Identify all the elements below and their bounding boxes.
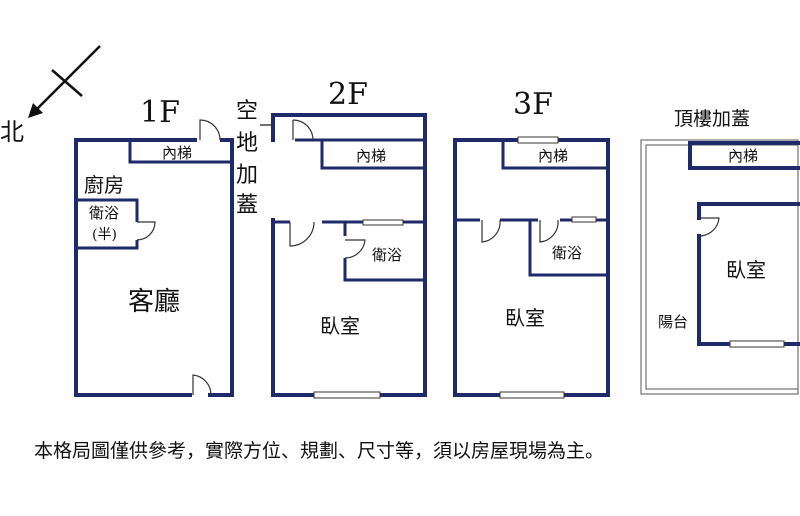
floor-title-1f: 1F <box>140 95 180 130</box>
stair-label-2f: 內梯 <box>356 147 386 165</box>
window <box>313 391 381 399</box>
room-bath-note-1f: (半) <box>92 227 117 243</box>
floor-title-3f: 3F <box>513 87 553 122</box>
door <box>136 221 156 241</box>
door <box>344 239 366 259</box>
room-bath-3f: 衛浴 <box>552 244 582 262</box>
door <box>292 119 314 141</box>
compass-arrow-shaft <box>33 45 101 113</box>
floor-2f: 2F 空 地 加 蓋 內梯 衛浴 臥室 <box>236 77 427 399</box>
room-bedroom-rooftop: 臥室 <box>726 258 766 282</box>
north-arrow-icon <box>28 103 43 118</box>
roof-outline-inner <box>645 144 799 390</box>
door <box>289 221 315 247</box>
floor-title-rooftop: 頂樓加蓋 <box>674 108 750 130</box>
bath-wall <box>76 198 139 250</box>
side-note-char: 地 <box>236 131 258 156</box>
window <box>729 340 785 348</box>
side-note-char: 加 <box>236 163 258 188</box>
window <box>362 219 404 226</box>
floor-title-2f: 2F <box>328 77 368 112</box>
stair-wall <box>128 140 230 164</box>
stair-wall <box>295 138 425 170</box>
north-label: 北 <box>0 118 24 146</box>
stair-label-rooftop: 內梯 <box>728 147 758 165</box>
compass: 北 <box>0 45 101 146</box>
roof-outline <box>640 139 799 395</box>
floor-1f: 1F 內梯 廚房 衛浴 (半) 客廳 <box>74 95 234 397</box>
side-note-char: 空 <box>236 99 258 124</box>
room-bedroom-2f: 臥室 <box>320 314 360 338</box>
wall <box>271 113 427 397</box>
stair-wall <box>688 141 800 170</box>
bath-wall <box>528 220 608 277</box>
disclaimer-text: 本格局圖僅供參考，實際方位、規劃、尺寸等，須以房屋現場為主。 <box>34 440 605 462</box>
stair-wall <box>501 140 608 170</box>
room-bath-1f: 衛浴 <box>89 204 119 222</box>
door <box>192 374 212 396</box>
room-kitchen: 廚房 <box>84 173 124 197</box>
wall <box>74 138 197 397</box>
window <box>571 216 597 223</box>
window <box>499 391 565 399</box>
room-bedroom-3f: 臥室 <box>505 306 545 330</box>
door <box>481 219 501 243</box>
window <box>517 136 559 144</box>
room-living: 客廳 <box>128 287 180 317</box>
stair-label-3f: 內梯 <box>538 147 568 165</box>
floor-3f: 3F 內梯 衛浴 臥室 <box>453 87 610 399</box>
stair-label-1f: 內梯 <box>162 144 192 162</box>
wall <box>208 138 234 397</box>
compass-cross-line <box>51 69 83 97</box>
door <box>199 119 221 141</box>
room-bath-2f: 衛浴 <box>372 246 402 264</box>
floor-rooftop: 頂樓加蓋 內梯 臥室 陽台 <box>640 108 800 395</box>
door <box>539 219 559 243</box>
door <box>699 217 720 237</box>
room-balcony: 陽台 <box>658 313 688 331</box>
side-note-char: 蓋 <box>236 193 258 218</box>
